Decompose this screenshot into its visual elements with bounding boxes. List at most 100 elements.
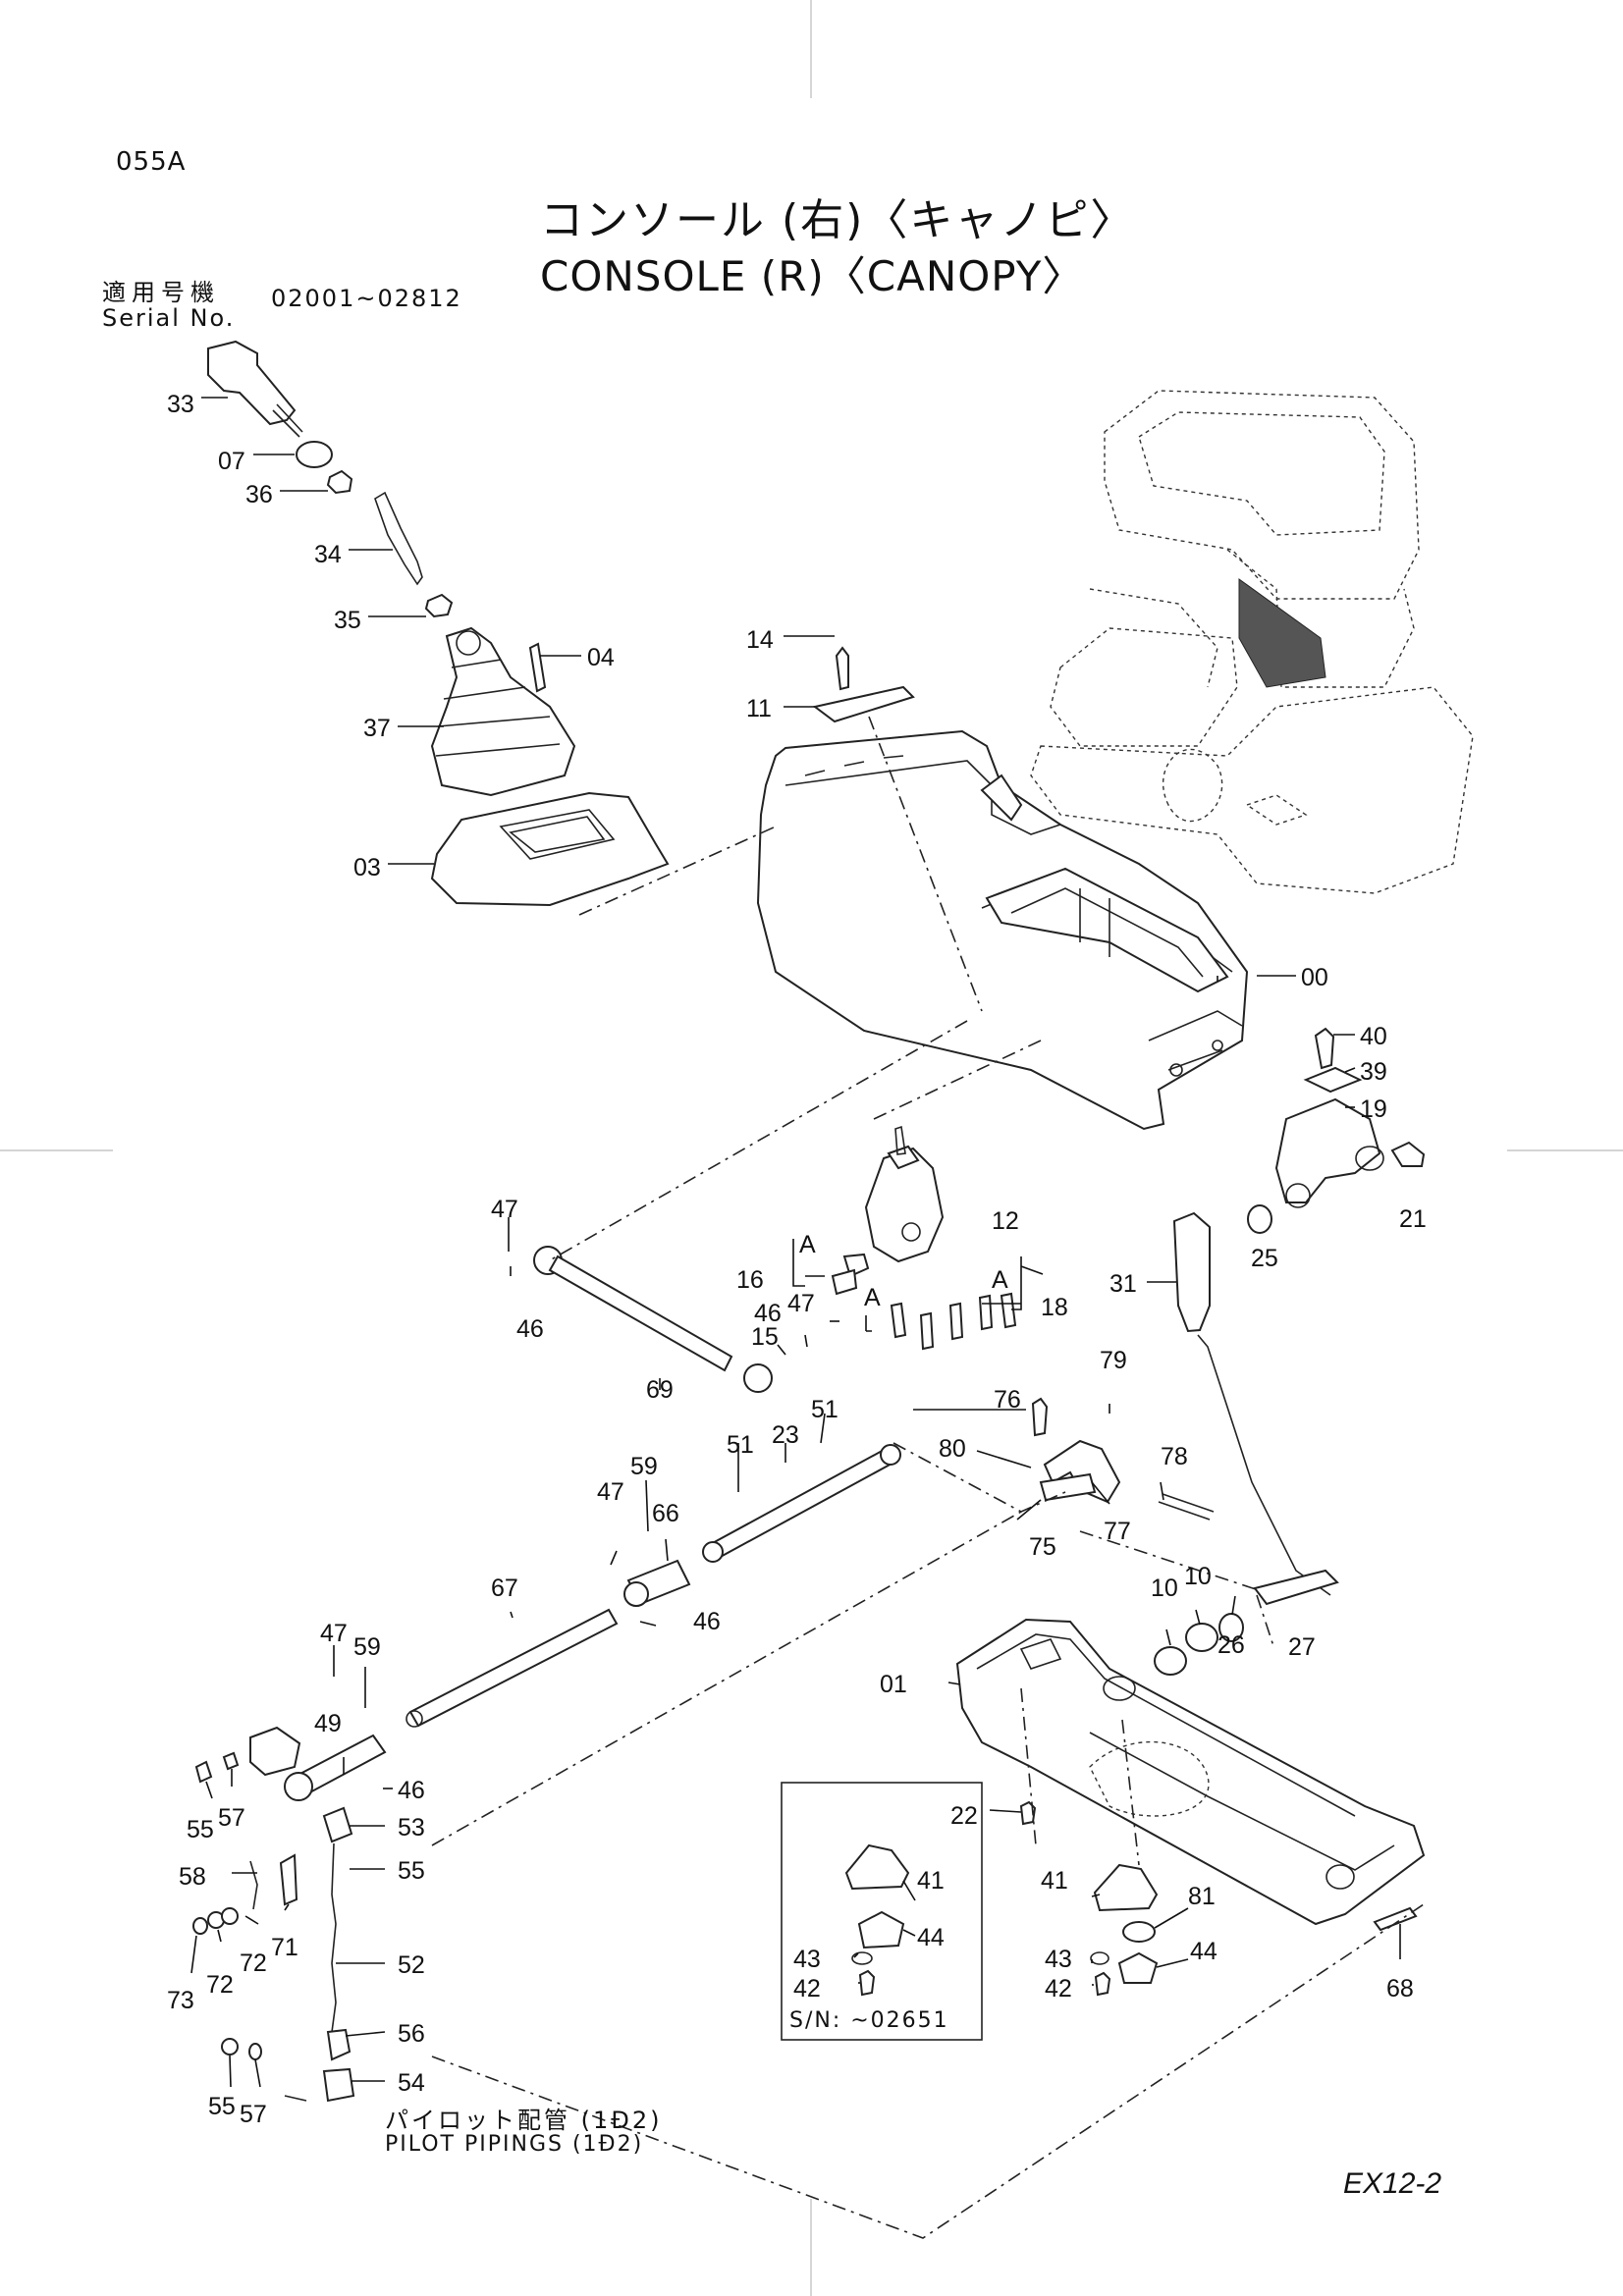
lever-34 [374, 491, 423, 586]
label-42b: 42 [1045, 1975, 1072, 2002]
shaft-23 [707, 1447, 895, 1561]
detail-mark-a-3: A [864, 1284, 881, 1311]
mounts-right [1019, 1800, 1159, 1997]
plate-68 [1373, 1906, 1418, 1932]
label-10b: 10 [1184, 1563, 1212, 1590]
inset-box [781, 1782, 983, 2041]
label-49: 49 [314, 1710, 342, 1737]
washer-26 [1218, 1613, 1244, 1642]
label-31: 31 [1109, 1270, 1137, 1298]
label-51a: 51 [727, 1431, 754, 1459]
grip-31 [1172, 1211, 1211, 1333]
label-55c: 55 [208, 2093, 236, 2120]
label-03: 03 [353, 854, 381, 881]
label-55b: 55 [398, 1857, 425, 1885]
bolt-76 [1031, 1397, 1049, 1437]
label-72b: 72 [206, 1971, 234, 1999]
label-12: 12 [992, 1207, 1019, 1235]
label-79: 79 [1100, 1347, 1127, 1374]
page-code: 055A [116, 147, 187, 177]
spacer-07 [296, 441, 333, 468]
shaft-67 [408, 1608, 619, 1728]
console-body [756, 729, 1249, 1131]
label-11: 11 [746, 695, 772, 722]
label-46b: 46 [754, 1300, 782, 1327]
label-33: 33 [167, 391, 194, 418]
bushing-10a [1154, 1646, 1187, 1676]
label-56: 56 [398, 2020, 425, 2048]
nut-36 [326, 469, 353, 495]
serial-range: 02001~02812 [271, 285, 462, 312]
label-14: 14 [746, 626, 774, 654]
label-10a: 10 [1151, 1575, 1178, 1602]
label-71: 71 [271, 1934, 298, 1961]
label-51b: 51 [811, 1396, 839, 1423]
label-37: 37 [363, 715, 391, 742]
detail-mark-a-2: A [992, 1266, 1008, 1294]
fittings-15-16-18 [831, 1253, 1017, 1351]
label-44b: 44 [1190, 1938, 1217, 1965]
page-title-en: CONSOLE (R)〈CANOPY〉 [540, 252, 1085, 300]
label-34: 34 [314, 541, 342, 568]
serial-label-en: Serial No. [102, 304, 236, 332]
label-42a: 42 [793, 1975, 821, 2002]
label-36: 36 [245, 481, 273, 508]
label-22: 22 [950, 1802, 978, 1830]
label-19: 19 [1360, 1095, 1387, 1123]
bushing-10b [1185, 1623, 1218, 1652]
inset-mounts [844, 1843, 910, 1997]
cover-03 [430, 791, 670, 907]
label-75: 75 [1029, 1533, 1056, 1561]
label-46d: 46 [398, 1777, 425, 1804]
plate-39 [1303, 1066, 1363, 1094]
label-72a: 72 [240, 1949, 267, 1977]
drawing-number: EX12-2 [1343, 2167, 1442, 2200]
assembly-lines [284, 716, 1425, 2239]
machine-outline [1030, 390, 1474, 894]
lower-left-linkage [192, 1726, 387, 2103]
washer-25 [1247, 1204, 1272, 1234]
label-66: 66 [652, 1500, 679, 1527]
label-55a: 55 [187, 1816, 214, 1843]
label-59b: 59 [353, 1633, 381, 1661]
nut-35 [424, 593, 454, 618]
part-number-labels: 33 07 36 34 35 04 37 03 14 11 00 40 39 1… [167, 391, 1427, 2128]
label-43b: 43 [1045, 1946, 1072, 1973]
bolt-04 [528, 642, 547, 693]
label-18: 18 [1041, 1294, 1068, 1321]
label-59a: 59 [630, 1453, 658, 1480]
label-04: 04 [587, 644, 615, 671]
label-23: 23 [772, 1421, 799, 1449]
leader-lines [190, 397, 1401, 2088]
base-frame-01 [955, 1618, 1426, 1926]
page-title-jp: コンソール (右)〈キャノピ〉 [540, 195, 1136, 245]
pilot-valve-12 [864, 1125, 945, 1263]
label-78: 78 [1161, 1443, 1188, 1470]
label-25: 25 [1251, 1245, 1278, 1272]
label-52: 52 [398, 1951, 425, 1979]
label-07: 07 [218, 448, 245, 475]
label-47c: 47 [597, 1478, 624, 1506]
label-69: 69 [646, 1376, 674, 1404]
boot-37 [430, 626, 576, 797]
pilot-pipings-jp: パイロット配管 (1Ð2) [385, 2107, 663, 2134]
label-43a: 43 [793, 1946, 821, 1973]
label-57a: 57 [218, 1804, 245, 1832]
plate-11 [812, 685, 915, 723]
lever-27 [1197, 1334, 1331, 1596]
bolt-21 [1390, 1141, 1426, 1167]
label-80: 80 [939, 1435, 966, 1463]
inset-serial-note: S/N: ~02651 [789, 2008, 949, 2033]
label-67: 67 [491, 1575, 518, 1602]
label-53: 53 [398, 1814, 425, 1842]
bolt-14 [835, 646, 849, 691]
plate-75 [1039, 1472, 1097, 1502]
label-44a: 44 [917, 1924, 945, 1951]
label-46a: 46 [516, 1315, 544, 1343]
label-77: 77 [1104, 1518, 1131, 1545]
label-81: 81 [1188, 1883, 1216, 1910]
spring-78 [1158, 1493, 1215, 1521]
bolt-40 [1314, 1027, 1335, 1070]
label-47a: 47 [491, 1196, 518, 1223]
